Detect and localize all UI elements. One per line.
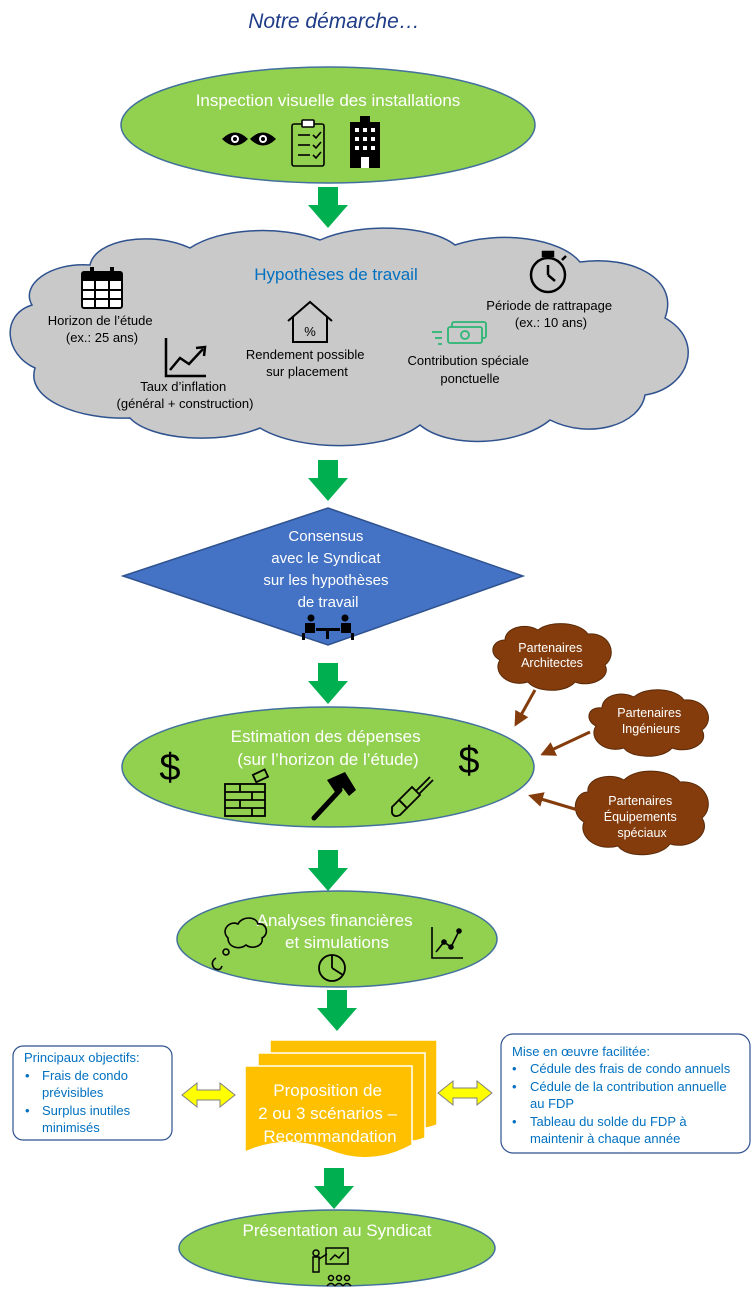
dollar-icon: $ [458, 740, 479, 782]
consensus-label: Consensus avec le Syndicat sur les hypot… [263, 528, 392, 611]
hammer-icon [311, 772, 356, 821]
meeting-icon [302, 614, 354, 640]
clipboard-checklist-icon [291, 119, 325, 167]
presentation-label: Présentation au Syndicat [242, 1221, 431, 1240]
dollar-icon: $ [159, 747, 180, 789]
brick-wall-icon [224, 768, 270, 817]
rattrapage-label: Période de rattrapage (ex.: 10 ans) [486, 298, 615, 330]
analyses-label: Analyses financières et simulations [257, 911, 418, 952]
presentation-step: Présentation au Syndicat [178, 1209, 496, 1287]
presenter-icon [312, 1247, 352, 1287]
calendar-icon [81, 267, 123, 309]
house-percent-icon: % [287, 300, 333, 343]
hypotheses-step: Hypothèses de travail Horizon de l’étude… [9, 227, 689, 447]
paintbrush-icon [391, 776, 434, 818]
svg-text:• Frais de condo p: • Frais de condo prévisibles • Surplus i… [25, 1068, 134, 1135]
stopwatch-icon [529, 250, 567, 294]
svg-text:%: % [304, 324, 316, 339]
inspection-label: Inspection visuelle des installations [196, 91, 461, 110]
svg-text:Partenaires Architectes: Partenaires Architectes [518, 641, 585, 670]
analyses-step: Analyses financières et simulations [176, 890, 498, 988]
line-chart-icon [431, 927, 463, 959]
partner-ingenieurs: Partenaires Ingénieurs [588, 689, 709, 757]
partner-architectes: Partenaires Architectes [492, 623, 612, 691]
contribution-label: Contribution spéciale ponctuelle [407, 353, 532, 386]
pie-chart-icon [318, 954, 346, 982]
double-arrow-left [181, 1081, 236, 1109]
money-icon [432, 321, 487, 345]
thought-bubble-icon [211, 917, 268, 971]
estimation-step: Estimation des dépenses (sur l’horizon d… [121, 706, 535, 828]
diagram-title: Notre démarche… [248, 10, 420, 33]
proposition-label: Proposition de 2 ou 3 scénarios – Recomm… [258, 1081, 402, 1146]
chart-rising-icon [164, 338, 207, 378]
flow-arrow-2 [308, 460, 348, 501]
flow-arrow-6 [314, 1168, 354, 1209]
inflation-label: Taux d’inflation (général + construction… [117, 379, 254, 411]
objectives-box: Principaux objectifs: • Frais de condo p… [12, 1045, 173, 1141]
estimation-label: Estimation des dépenses (sur l’horizon d… [231, 727, 426, 769]
flow-arrow-4 [308, 850, 348, 891]
proposition-step: Proposition de 2 ou 3 scénarios – Recomm… [244, 1039, 438, 1159]
inspection-step: Inspection visuelle des installations [120, 66, 536, 184]
consensus-step: Consensus avec le Syndicat sur les hypot… [120, 507, 526, 646]
hypotheses-title: Hypothèses de travail [254, 265, 417, 284]
double-arrow-right [437, 1079, 493, 1107]
eyes-icon [222, 132, 276, 146]
svg-text:• Cédule des frais de co: • Cédule des frais de condo annuels • Cé… [512, 1061, 734, 1146]
objectives-title: Principaux objectifs: [24, 1050, 140, 1065]
svg-text:Partenaires Ingénieurs: Partenaires Ingénieurs [617, 706, 684, 736]
horizon-label: Horizon de l’étude (ex.: 25 ans) [48, 313, 156, 345]
flow-arrow-1 [308, 187, 348, 228]
building-icon [350, 116, 380, 168]
svg-text:Partenaires Équipements: Partenaires Équipements spéciaux [604, 794, 680, 840]
implementation-box: Mise en œuvre facilitée: • Cédule des fr… [500, 1033, 751, 1154]
partner-arrows [514, 689, 591, 812]
partner-equipements: Partenaires Équipements spéciaux [574, 770, 709, 856]
flow-arrow-3 [308, 663, 348, 704]
implementation-title: Mise en œuvre facilitée: [512, 1044, 650, 1059]
flow-arrow-5 [317, 990, 357, 1031]
rendement-label: Rendement possible sur placement [246, 347, 368, 379]
